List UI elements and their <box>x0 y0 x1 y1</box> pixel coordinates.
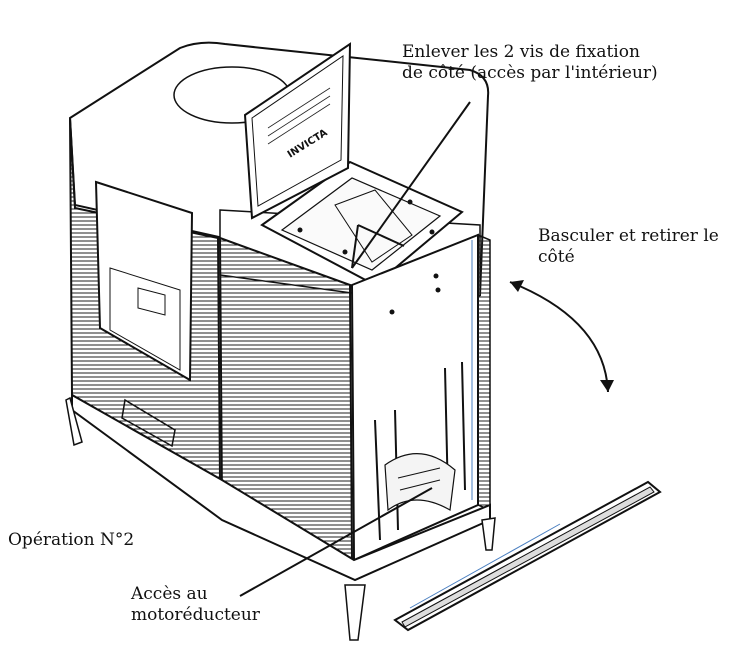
gear-motor-access-label: Accès au motoréducteur <box>131 584 260 626</box>
tilt-instruction-label: Basculer et retirer le côté <box>538 226 719 268</box>
leader-lines <box>239 101 471 597</box>
left-side-panel <box>69 117 222 482</box>
access-leader-line <box>239 487 433 597</box>
removed-side-panel <box>393 480 662 632</box>
tilt-label-line1: Basculer et retirer le <box>538 226 719 246</box>
access-label-line1: Accès au <box>131 584 208 604</box>
motor-reducer-area <box>384 453 456 512</box>
tilt-label-line2: côté <box>538 247 575 267</box>
access-label-line2: motoréducteur <box>131 605 260 625</box>
tilt-arrow <box>509 280 614 393</box>
screws-instruction-label: Enlever les 2 vis de fixation de côté (a… <box>402 42 658 84</box>
open-side-frame <box>350 233 479 562</box>
screws-leader-line <box>351 101 471 269</box>
base-and-legs <box>65 393 496 641</box>
screws-label-line1: Enlever les 2 vis de fixation <box>402 42 640 62</box>
hopper-lid: INVICTA <box>243 42 352 220</box>
glass-door <box>94 180 194 382</box>
right-rib-strip <box>477 233 491 512</box>
operation-label: Opération N°2 <box>8 530 135 550</box>
screws-label-line2: de côté (accès par l'intérieur) <box>402 63 658 83</box>
